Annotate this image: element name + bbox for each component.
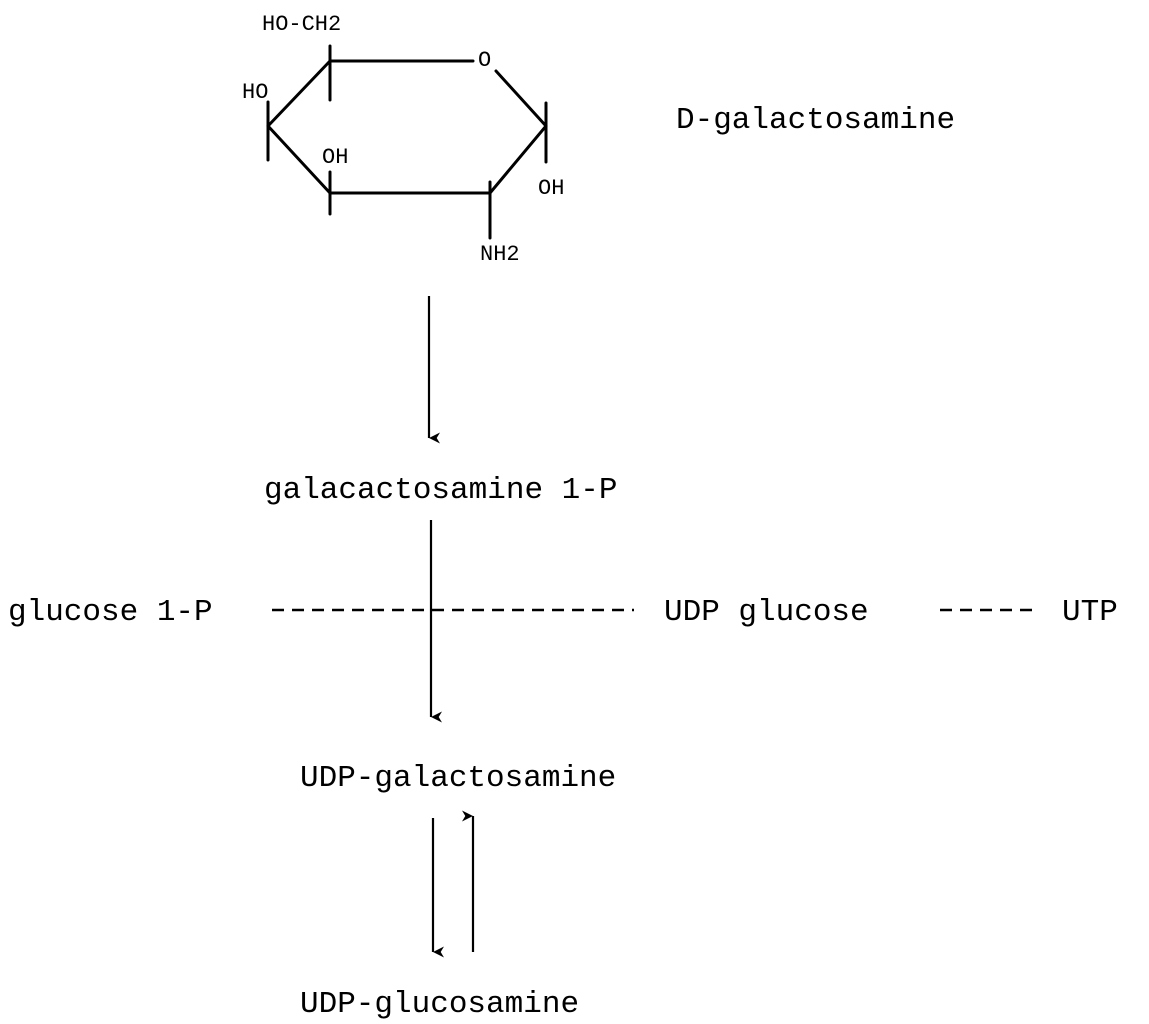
ho-left-label: HO [242, 80, 268, 105]
udp-glucose-label: UDP glucose [664, 595, 869, 630]
ring-oxygen-label: O [478, 48, 491, 73]
bond-c3-c4 [266, 124, 332, 195]
d-galactosamine-label: D-galactosamine [676, 103, 955, 138]
hoch2-label: HO-CH2 [262, 12, 341, 37]
galactosamine-ring-structure: HO-CH2 O HO OH OH NH2 [242, 12, 564, 267]
bond-o-c1 [494, 69, 548, 128]
galactosamine-1p-label: galacactosamine 1-P [264, 473, 617, 508]
udp-galactosamine-label: UDP-galactosamine [300, 761, 616, 796]
utp-label: UTP [1062, 595, 1118, 630]
bond-c4-c5 [266, 59, 332, 128]
glucose-1p-label: glucose 1-P [8, 595, 213, 630]
nh2-label: NH2 [480, 242, 520, 267]
udp-glucosamine-label: UDP-glucosamine [300, 987, 579, 1022]
bond-c1-c2 [488, 124, 548, 195]
oh-mid-label: OH [322, 145, 348, 170]
oh-right-label: OH [538, 176, 564, 201]
